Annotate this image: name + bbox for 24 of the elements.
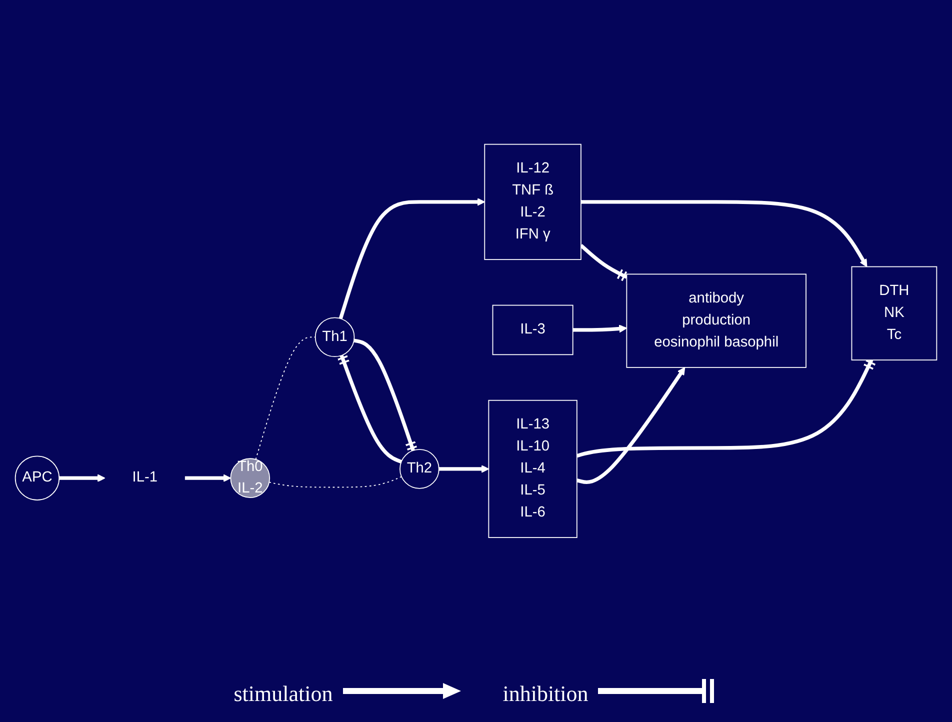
node-circle: Th2	[400, 448, 440, 488]
node-circle: Th0 IL-2	[230, 458, 270, 498]
legend-text: stimulation	[234, 680, 333, 706]
arrow	[580, 200, 868, 267]
node-circle: APC	[14, 455, 60, 500]
node-box: antibody production eosinophil basophil	[626, 273, 806, 368]
legend-text: inhibition	[502, 680, 588, 706]
node-box: IL-3	[492, 304, 574, 355]
arrow	[59, 474, 106, 482]
connector	[354, 338, 419, 451]
node-box: IL-12 TNF ß IL-2 IFN γ	[484, 143, 582, 260]
node-box: DTH NK Tc	[851, 266, 938, 360]
arrow	[184, 474, 232, 482]
arrow	[572, 324, 628, 332]
node-box: IL-13 IL-10 IL-4 IL-5 IL-6	[488, 399, 578, 538]
node-circle: Th1	[314, 316, 355, 357]
connector	[580, 244, 628, 282]
arrow	[338, 197, 485, 319]
arrow	[438, 464, 490, 473]
node-text: IL-1	[132, 469, 158, 485]
arrow	[576, 366, 686, 484]
connector	[576, 358, 877, 458]
connector	[336, 354, 402, 464]
connector	[268, 476, 402, 488]
